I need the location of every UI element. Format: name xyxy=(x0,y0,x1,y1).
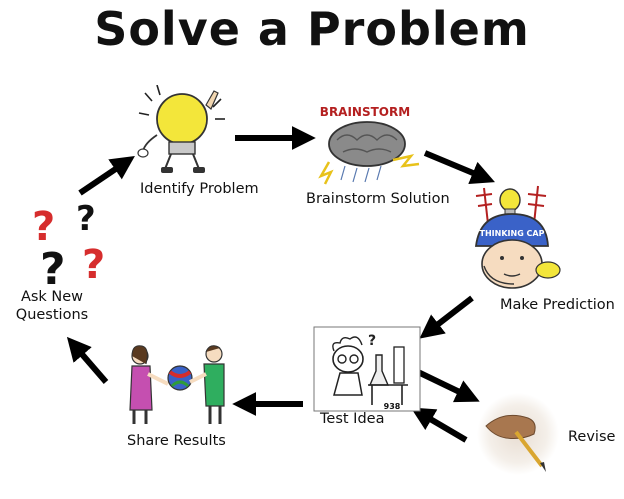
question-mark-red-1: ? xyxy=(32,204,55,250)
step-label-identify: Identify Problem xyxy=(140,181,259,197)
arrow-revise-to-test xyxy=(410,407,468,443)
question-mark-black-1: ? xyxy=(76,200,96,239)
step-label-share: Share Results xyxy=(127,433,226,449)
question-mark-red-2: ? xyxy=(82,242,105,288)
step-label-revise: Revise xyxy=(568,429,616,445)
lightbulb-character-icon xyxy=(137,85,225,173)
step-label-ask: Ask New Questions xyxy=(4,288,100,324)
thinking-cap-text: THINKING CAP xyxy=(480,229,545,238)
arrow-ask-to-identify xyxy=(78,155,135,196)
brainstorm-sign-text: BRAINSTORM xyxy=(320,105,410,119)
scientist-lab-icon: ? 938 xyxy=(313,326,421,412)
storm-brain-icon: BRAINSTORM xyxy=(318,105,420,185)
question-marks-icon: ? ? ? ? xyxy=(32,200,105,288)
page-title: Solve a Problem xyxy=(94,2,530,56)
step-label-predict: Make Prediction xyxy=(500,297,615,313)
arrow-test-to-revise xyxy=(416,369,480,403)
arrow-predict-to-test xyxy=(419,295,474,339)
arrow-brainstorm-to-predict xyxy=(423,150,495,184)
thinking-cap-icon: THINKING CAP xyxy=(474,185,561,289)
step-label-ask-line1: Ask New xyxy=(20,289,84,305)
question-mark-black-2: ? xyxy=(40,244,66,288)
hand-pencil-icon xyxy=(477,393,559,475)
step-label-test: Test Idea xyxy=(320,411,385,427)
test-number-text: 938 xyxy=(384,402,401,411)
kids-sharing-ball-icon xyxy=(129,345,225,424)
step-label-brainstorm: Brainstorm Solution xyxy=(306,191,450,207)
step-label-ask-line2: Questions xyxy=(15,307,89,323)
scientist-question-mark: ? xyxy=(368,333,376,349)
arrow-share-to-ask xyxy=(66,336,109,384)
